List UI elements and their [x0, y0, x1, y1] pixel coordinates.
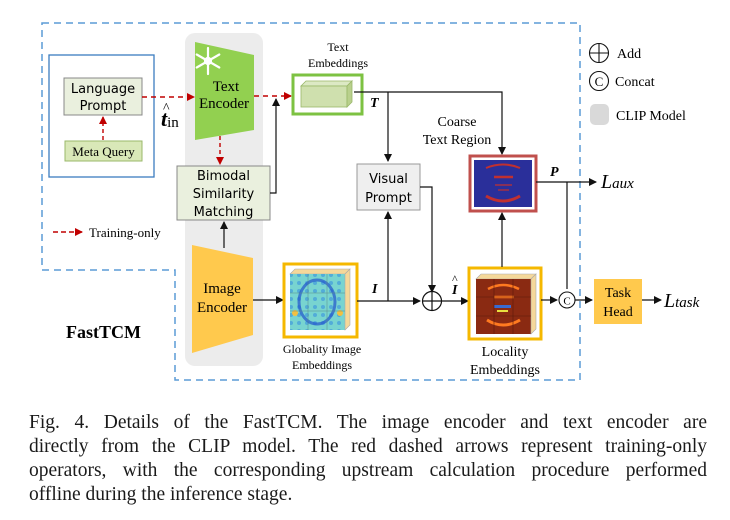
legend-concat: C Concat [588, 70, 655, 92]
l-task-symbol: Ltask [663, 290, 700, 312]
coarse-label-1: Coarse [438, 115, 477, 130]
text-encoder-line-1: Text [213, 79, 240, 95]
caption-line-2: directly from the CLIP model. The red da… [29, 436, 707, 457]
concat-legend-label: Concat [615, 75, 655, 90]
t-to-coarse-arrow [354, 91, 506, 155]
svg-text:C: C [563, 296, 570, 308]
visual-prompt-line-1: Visual [369, 172, 408, 187]
task-head-line-2: Head [603, 305, 633, 320]
add-legend-icon [588, 42, 610, 64]
training-only-legend-label: Training-only [89, 225, 161, 240]
bimodal-line-3: Matching [194, 205, 254, 220]
l-aux-symbol: Laux [600, 171, 634, 193]
image-encoder-line-1: Image [203, 281, 241, 297]
task-head-line-1: Task [605, 286, 631, 301]
meta-query-node: Meta Query [64, 140, 143, 162]
language-prompt-node: Language Prompt [63, 77, 143, 116]
language-prompt-line-1: Language [71, 82, 135, 97]
svg-text:C: C [595, 74, 604, 89]
meta-query-label: Meta Query [72, 144, 135, 159]
image-encoder-line-2: Encoder [197, 300, 247, 316]
bimodal-similarity-matching-node: Bimodal Similarity Matching [176, 165, 271, 221]
locality-label-2: Embeddings [470, 363, 540, 378]
bimodal-to-embedding-arrow [270, 98, 280, 194]
locality-embeddings-node [467, 266, 543, 341]
add-operator-icon [421, 290, 443, 312]
text-embeddings-node [291, 73, 364, 116]
globality-label-2: Embeddings [292, 358, 352, 372]
text-embeddings-label-1: Text [327, 40, 349, 54]
visual-prompt-node: Visual Prompt [356, 163, 421, 211]
text-embeddings-label-2: Embeddings [308, 56, 368, 70]
caption-line-4: offline during the inference stage. [29, 484, 293, 505]
t-symbol: T [370, 96, 380, 111]
clip-legend-label: CLIP Model [616, 109, 686, 124]
caption-line-1: Fig. 4. Details of the FastTCM. The imag… [29, 412, 707, 433]
visual-prompt-to-add-arrow [420, 186, 436, 293]
text-encoder-node: Text Encoder [195, 42, 254, 140]
image-encoder-node: Image Encoder [192, 245, 253, 353]
legend-add: Add [588, 42, 641, 64]
visual-prompt-line-2: Prompt [365, 191, 412, 206]
fasttcm-diagram: Language Prompt Meta Query tin ^ Text En… [41, 22, 700, 381]
task-head-node: Task Head [594, 279, 642, 324]
globality-label-1: Globality Image [283, 342, 361, 356]
add-legend-label: Add [617, 47, 641, 62]
p-symbol: P [550, 165, 559, 180]
text-encoder-line-2: Encoder [199, 96, 249, 112]
concat-operator-icon: C [558, 291, 576, 309]
globality-image-embeddings-node [282, 262, 359, 339]
bimodal-line-2: Similarity [193, 187, 255, 202]
i-hat-symbol: I [451, 283, 458, 298]
caption-line-3: operators, with the corresponding upstre… [29, 460, 707, 481]
i-hat-caret: ^ [452, 272, 458, 286]
clip-legend-swatch [590, 104, 609, 125]
bimodal-line-1: Bimodal [197, 169, 250, 184]
language-prompt-line-2: Prompt [80, 99, 127, 114]
t-in-hat: ^ [163, 101, 170, 116]
t-in-symbol: tin [161, 106, 179, 131]
coarse-text-region-node [468, 154, 538, 213]
fasttcm-title: FastTCM [66, 322, 141, 342]
legend-clip-model: CLIP Model [590, 104, 686, 125]
fasttcm-boundary [41, 22, 581, 381]
figure-caption: Fig. 4. Details of the FastTCM. The imag… [29, 411, 707, 507]
snowflake-icon [195, 46, 221, 76]
coarse-label-2: Text Region [423, 133, 492, 148]
concat-legend-icon: C [588, 70, 610, 92]
locality-label-1: Locality [482, 345, 529, 360]
i-symbol: I [371, 282, 378, 297]
